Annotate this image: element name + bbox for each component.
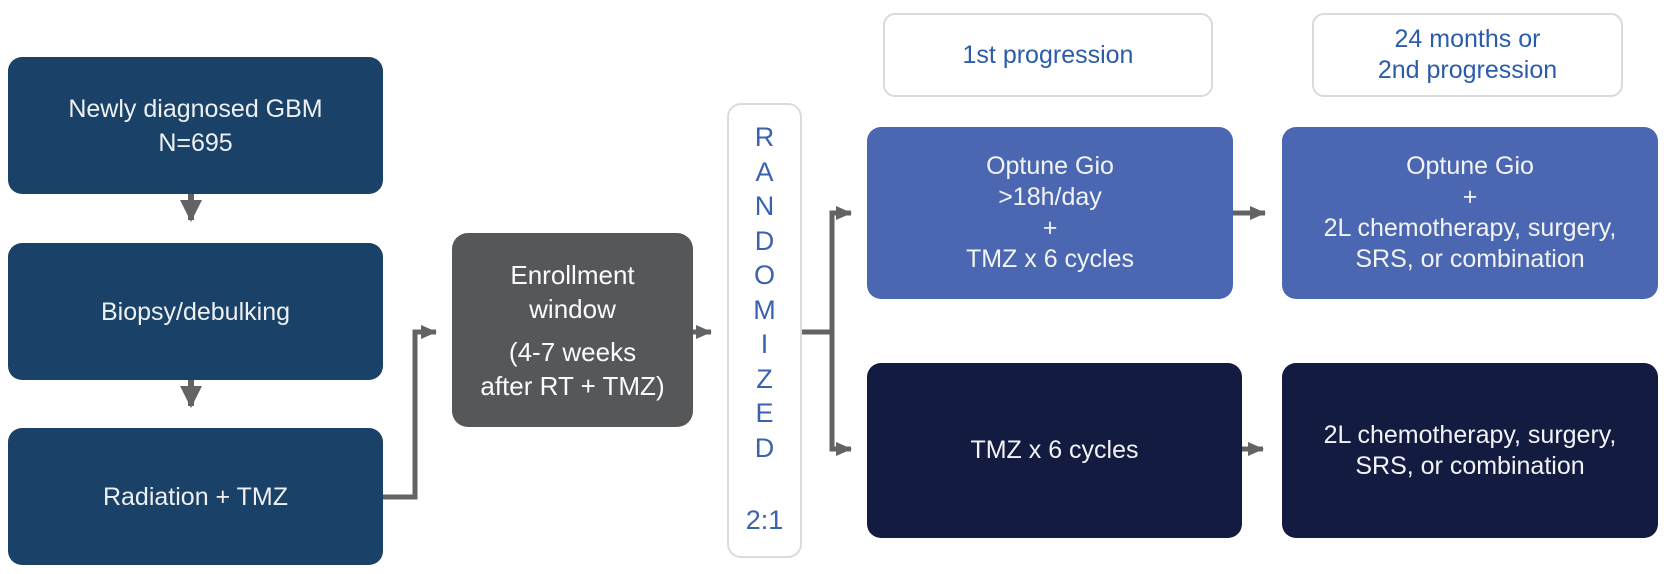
node-arm2-progression-treatment: 2L chemotherapy, surgery, SRS, or combin… xyxy=(1282,363,1658,538)
node-text-line: TMZ x 6 cycles xyxy=(965,245,1135,273)
connector-radiation-to-enrollment xyxy=(383,325,437,500)
node-arm1-optune-tmz: Optune Gio >18h/day + TMZ x 6 cycles xyxy=(867,127,1233,299)
node-text-line: Optune Gio xyxy=(1406,152,1534,180)
node-text-line: 2L chemotherapy, surgery, xyxy=(1323,214,1617,242)
randomized-letter: Z xyxy=(756,363,773,394)
enrollment-subtitle: (4-7 weeks after RT + TMZ) xyxy=(480,335,664,403)
node-text-line: window xyxy=(529,293,616,324)
randomized-letter: N xyxy=(754,191,775,221)
node-text-line: Enrollment xyxy=(510,259,635,290)
randomized-letter: E xyxy=(755,398,774,428)
randomized-letter: R xyxy=(754,122,775,152)
node-text-line: >18h/day xyxy=(998,183,1102,211)
node-randomized: R A N D O M I Z E D 2:1 xyxy=(727,103,802,558)
node-text-line: Biopsy/debulking xyxy=(100,297,290,326)
label-text-line: 1st progression xyxy=(962,40,1134,69)
randomized-letter: A xyxy=(755,156,774,187)
randomized-letter: O xyxy=(753,260,775,290)
label-text-line: 2nd progression xyxy=(1377,56,1558,84)
randomized-letter: I xyxy=(760,329,769,359)
randomized-letter: M xyxy=(753,294,776,325)
node-text-line: Radiation + TMZ xyxy=(102,482,289,511)
randomized-letter: D xyxy=(754,225,775,256)
randomized-letter: D xyxy=(754,432,775,463)
node-text-line: SRS, or combination xyxy=(1355,451,1585,480)
node-enrollment-window: Enrollment window (4-7 weeks after RT + … xyxy=(452,233,693,427)
node-text-line: + xyxy=(1462,183,1478,211)
stage-label-1st-progression: 1st progression xyxy=(883,13,1213,97)
randomization-ratio: 2:1 xyxy=(745,505,784,535)
node-radiation-tmz: Radiation + TMZ xyxy=(8,428,383,565)
node-arm1-progression-treatment: Optune Gio + 2L chemotherapy, surgery, S… xyxy=(1282,127,1658,299)
stage-label-24-months-or-2nd-progression: 24 months or 2nd progression xyxy=(1312,13,1623,97)
connector-branch-top xyxy=(829,206,852,332)
node-arm2-tmz: TMZ x 6 cycles xyxy=(867,363,1242,538)
node-text-line: Optune Gio xyxy=(986,152,1114,180)
randomized-letters: R A N D O M I Z E D xyxy=(753,105,776,465)
label-text-line: 24 months or xyxy=(1394,25,1541,53)
node-text-line: TMZ x 6 cycles xyxy=(970,436,1139,464)
node-text-line: 2L chemotherapy, surgery, xyxy=(1323,420,1617,449)
node-text-line: N=695 xyxy=(158,128,233,157)
enrollment-title: Enrollment window xyxy=(510,258,634,326)
node-text-line: Newly diagnosed GBM xyxy=(68,94,323,123)
node-biopsy-debulking: Biopsy/debulking xyxy=(8,243,383,380)
node-newly-diagnosed: Newly diagnosed GBM N=695 xyxy=(8,57,383,194)
node-text-line: SRS, or combination xyxy=(1355,245,1585,273)
node-text-line: (4-7 weeks xyxy=(508,336,637,367)
node-text-line: after RT + TMZ) xyxy=(480,370,665,401)
node-text-line: + xyxy=(1042,214,1058,242)
connector-branch-bottom xyxy=(829,332,852,456)
